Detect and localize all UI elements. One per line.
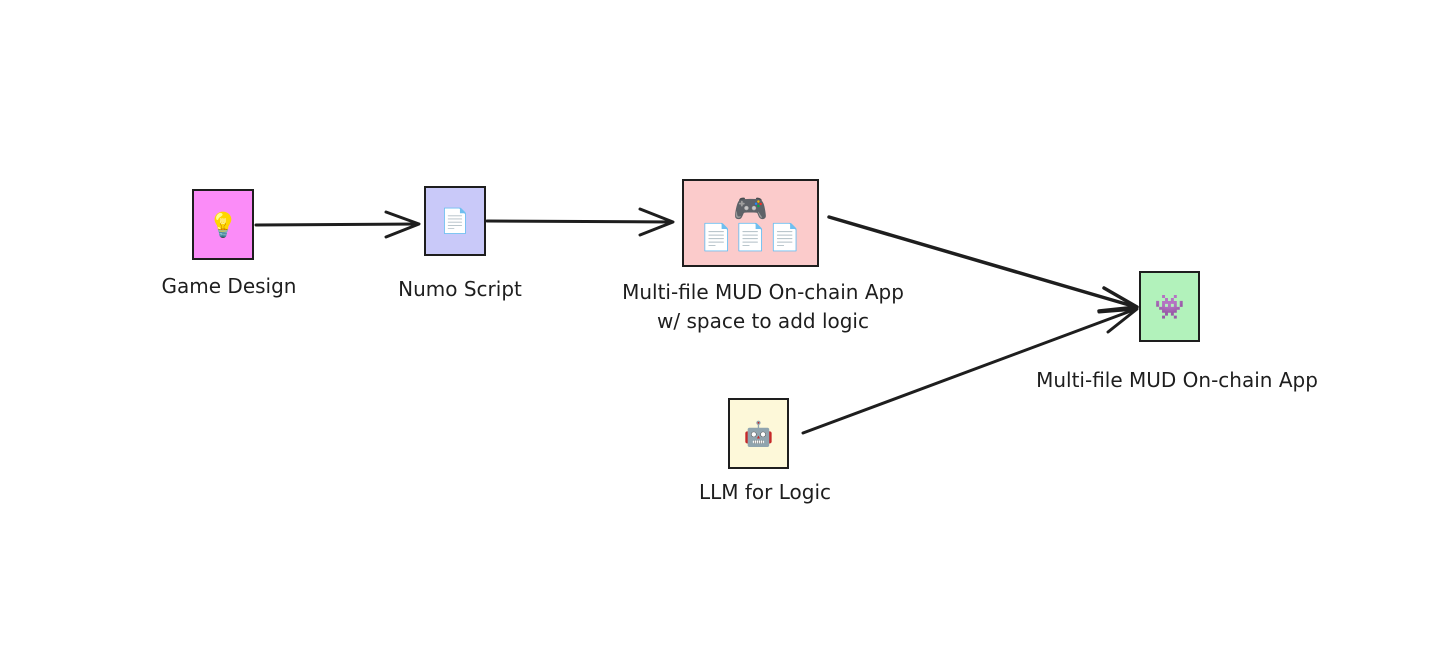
game-design-node[interactable]: 💡: [192, 189, 254, 260]
mud-app-template-label-line1: Multi-file MUD On-chain App: [622, 280, 904, 304]
numo-script-node[interactable]: 📄: [424, 186, 486, 256]
edge-game-design-to-numo-script: [254, 210, 421, 239]
mud-app-template-icons: 🎮 📄 📄 📄: [700, 192, 801, 252]
arrow-line: [801, 307, 1138, 435]
llm-node[interactable]: 🤖: [728, 398, 789, 469]
alien-monster-icon: 👾: [1154, 292, 1185, 321]
mud-app-template-label-line2: w/ space to add logic: [657, 309, 869, 333]
mud-app-final-label: Multi-file MUD On-chain App: [1036, 368, 1318, 392]
document-icon: 📄: [768, 223, 802, 253]
game-design-label: Game Design: [161, 274, 297, 298]
mud-app-final-node[interactable]: 👾: [1139, 271, 1200, 342]
arrow-head: [1097, 307, 1139, 334]
edge-numo-script-to-mud-app: [485, 207, 675, 237]
edge-llm-to-final-app: [801, 307, 1139, 435]
mud-app-template-node[interactable]: 🎮 📄 📄 📄: [682, 179, 819, 267]
document-icon: 📄: [734, 223, 767, 253]
arrow-head: [638, 207, 675, 237]
document-icon: 📄: [699, 223, 733, 253]
document-icon: 📄: [440, 207, 470, 235]
gamepad-icon: 🎮: [733, 192, 768, 225]
arrow-line: [485, 219, 674, 224]
lightbulb-icon: 💡: [208, 210, 238, 239]
document-group: 📄 📄 📄: [700, 225, 801, 251]
numo-script-label: Numo Script: [398, 277, 522, 301]
llm-label: LLM for Logic: [698, 480, 832, 504]
arrow-line: [827, 215, 1138, 309]
arrow-head: [384, 210, 421, 239]
arrow-line: [254, 222, 420, 227]
robot-icon: 🤖: [743, 419, 774, 448]
